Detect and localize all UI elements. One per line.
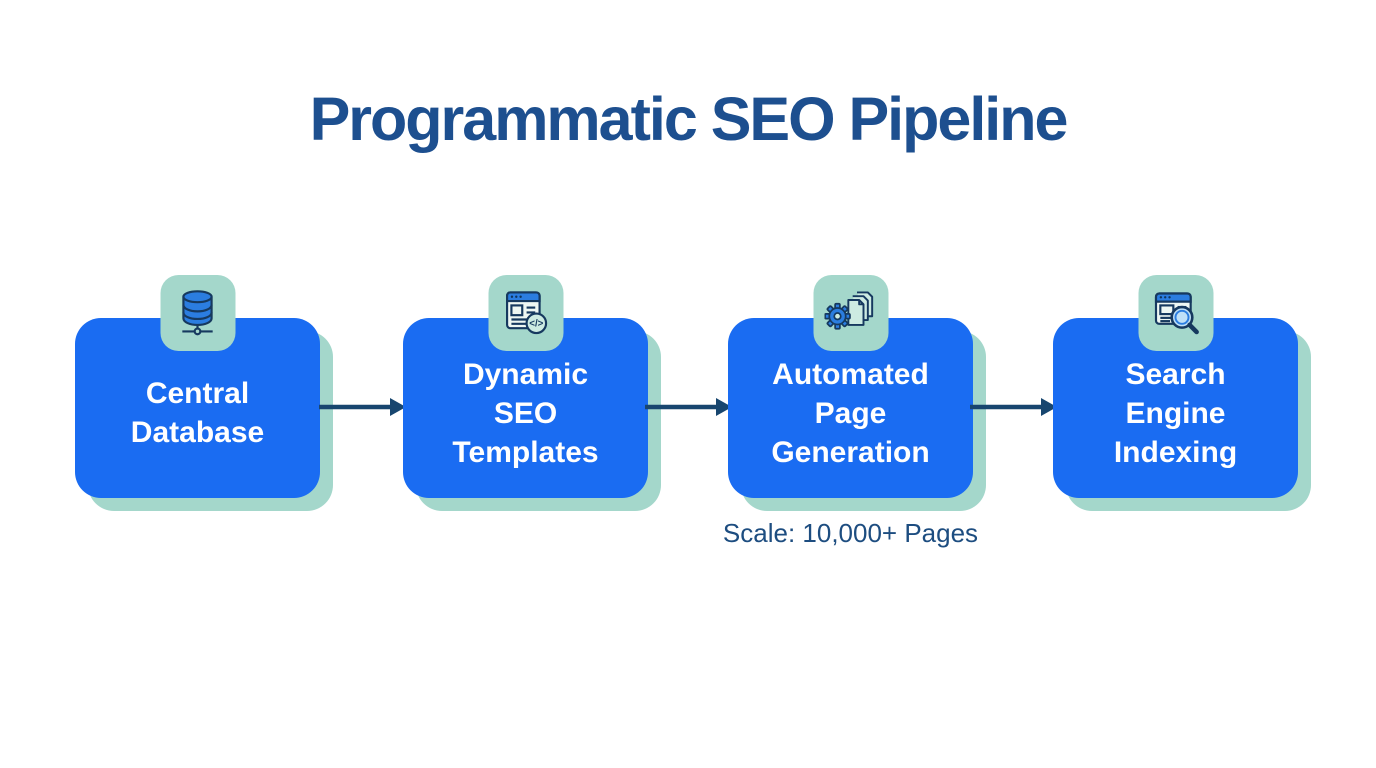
flow-arrow	[645, 398, 732, 416]
page-title: Programmatic SEO Pipeline	[309, 85, 1069, 153]
stage-label-line: Templates	[452, 435, 599, 469]
stage-label-line: Automated	[772, 357, 929, 391]
stage-icon-badge: </>	[488, 275, 563, 351]
stage-label: Search Engine Indexing	[1114, 355, 1237, 472]
flow-arrow	[319, 398, 406, 416]
stage-label: Dynamic SEO Templates	[452, 355, 598, 472]
stage-label-line: Generation	[771, 435, 930, 469]
stage-label: Automated Page Generation	[771, 355, 929, 472]
stage-label-line: Engine	[1125, 396, 1226, 430]
webpage-magnifier-icon	[1154, 292, 1199, 335]
stage-icon-badge	[813, 275, 888, 351]
flow-arrow	[970, 398, 1057, 416]
scale-caption: Scale: 10,000+ Pages	[722, 518, 979, 548]
database-icon	[182, 290, 213, 336]
stage-dynamic-seo-templates: Dynamic SEO Templates </>	[403, 275, 661, 511]
webpage-code-icon: </>	[506, 291, 548, 335]
stage-central-database: Central Database	[75, 275, 333, 511]
stage-automated-page-generation: Automated Page Generation	[728, 275, 986, 511]
stage-label-line: Dynamic	[462, 357, 589, 391]
stage-label-line: Search	[1125, 357, 1226, 391]
gear-documents-icon	[824, 291, 874, 330]
svg-text:</>: </>	[529, 319, 543, 330]
stage-search-engine-indexing: Search Engine Indexing	[1053, 275, 1311, 511]
stage-label-line: Database	[130, 416, 265, 449]
stage-label-line: Indexing	[1113, 435, 1238, 469]
stage-label-line: SEO	[493, 396, 558, 430]
stage-icon-badge	[1138, 275, 1213, 351]
stage-icon-badge	[160, 275, 235, 351]
stage-label: Central Database	[131, 374, 264, 452]
stage-label-line: Page	[814, 396, 887, 430]
stage-label-line: Central	[145, 377, 250, 410]
